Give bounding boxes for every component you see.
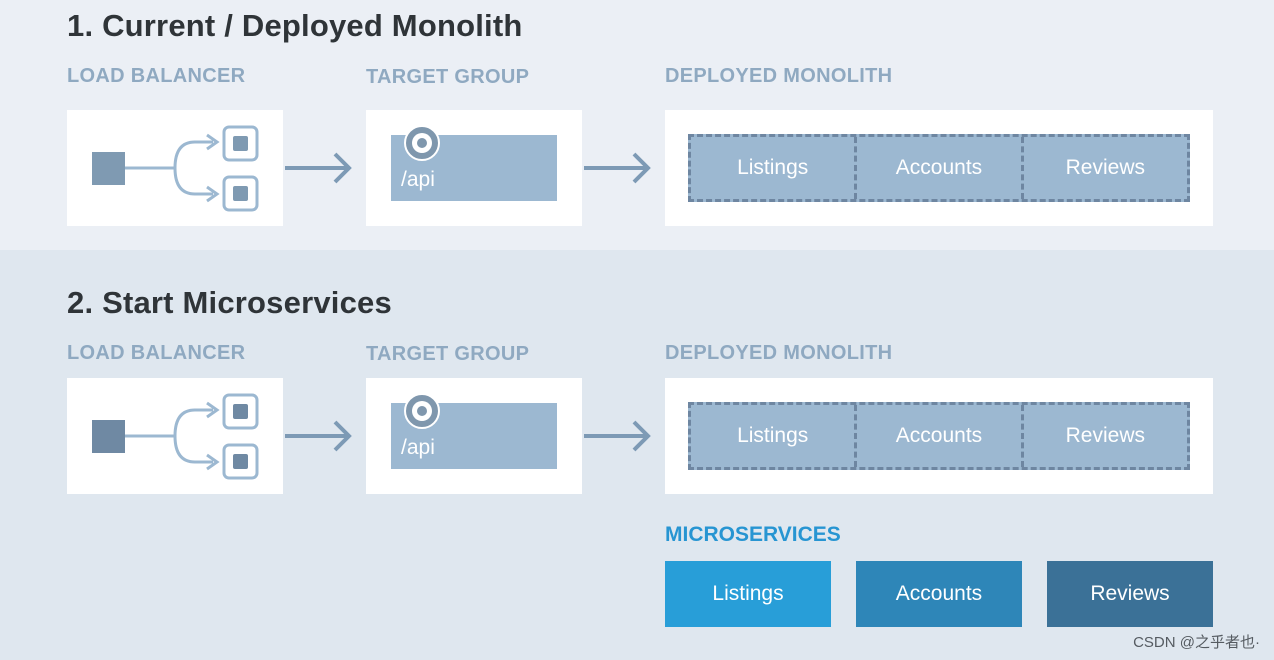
monolith-segment-reviews: Reviews xyxy=(1020,405,1187,467)
api-path-label: /api xyxy=(401,168,435,191)
api-path-label: /api xyxy=(401,436,435,459)
arrow-right-icon xyxy=(285,420,352,452)
deployed-monolith-card: Listings Accounts Reviews xyxy=(665,378,1213,494)
load-balancer-card xyxy=(67,110,283,226)
target-group-card: /api xyxy=(366,378,582,494)
target-group-label: TARGET GROUP xyxy=(366,66,530,88)
load-balancer-icon xyxy=(92,393,259,480)
microservice-reviews: Reviews xyxy=(1047,561,1213,627)
monolith-segment-accounts: Accounts xyxy=(854,405,1020,467)
target-icon xyxy=(404,125,440,161)
microservice-accounts: Accounts xyxy=(856,561,1022,627)
deployed-monolith-card: Listings Accounts Reviews xyxy=(665,110,1213,226)
target-group-card: /api xyxy=(366,110,582,226)
arrow-right-icon xyxy=(584,420,651,452)
monolith-box: Listings Accounts Reviews xyxy=(688,134,1190,202)
target-icon xyxy=(404,393,440,429)
deployed-monolith-label: DEPLOYED MONOLITH xyxy=(665,342,893,364)
target-group-label: TARGET GROUP xyxy=(366,343,530,365)
load-balancer-label: LOAD BALANCER xyxy=(67,342,246,364)
monolith-box: Listings Accounts Reviews xyxy=(688,402,1190,470)
section-1-title: 1. Current / Deployed Monolith xyxy=(67,8,523,43)
deployed-monolith-label: DEPLOYED MONOLITH xyxy=(665,65,893,87)
monolith-segment-listings: Listings xyxy=(737,156,809,179)
load-balancer-label: LOAD BALANCER xyxy=(67,65,246,87)
arrow-right-icon xyxy=(285,152,352,184)
arrow-right-icon xyxy=(584,152,651,184)
microservices-label: MICROSERVICES xyxy=(665,523,841,546)
section-2-title: 2. Start Microservices xyxy=(67,285,392,320)
monolith-segment-accounts: Accounts xyxy=(854,137,1020,199)
watermark: CSDN @之乎者也· xyxy=(1133,634,1260,651)
microservice-listings: Listings xyxy=(665,561,831,627)
monolith-segment-reviews: Reviews xyxy=(1020,137,1187,199)
monolith-segment-listings: Listings xyxy=(737,424,809,447)
load-balancer-card xyxy=(67,378,283,494)
load-balancer-icon xyxy=(92,125,259,212)
